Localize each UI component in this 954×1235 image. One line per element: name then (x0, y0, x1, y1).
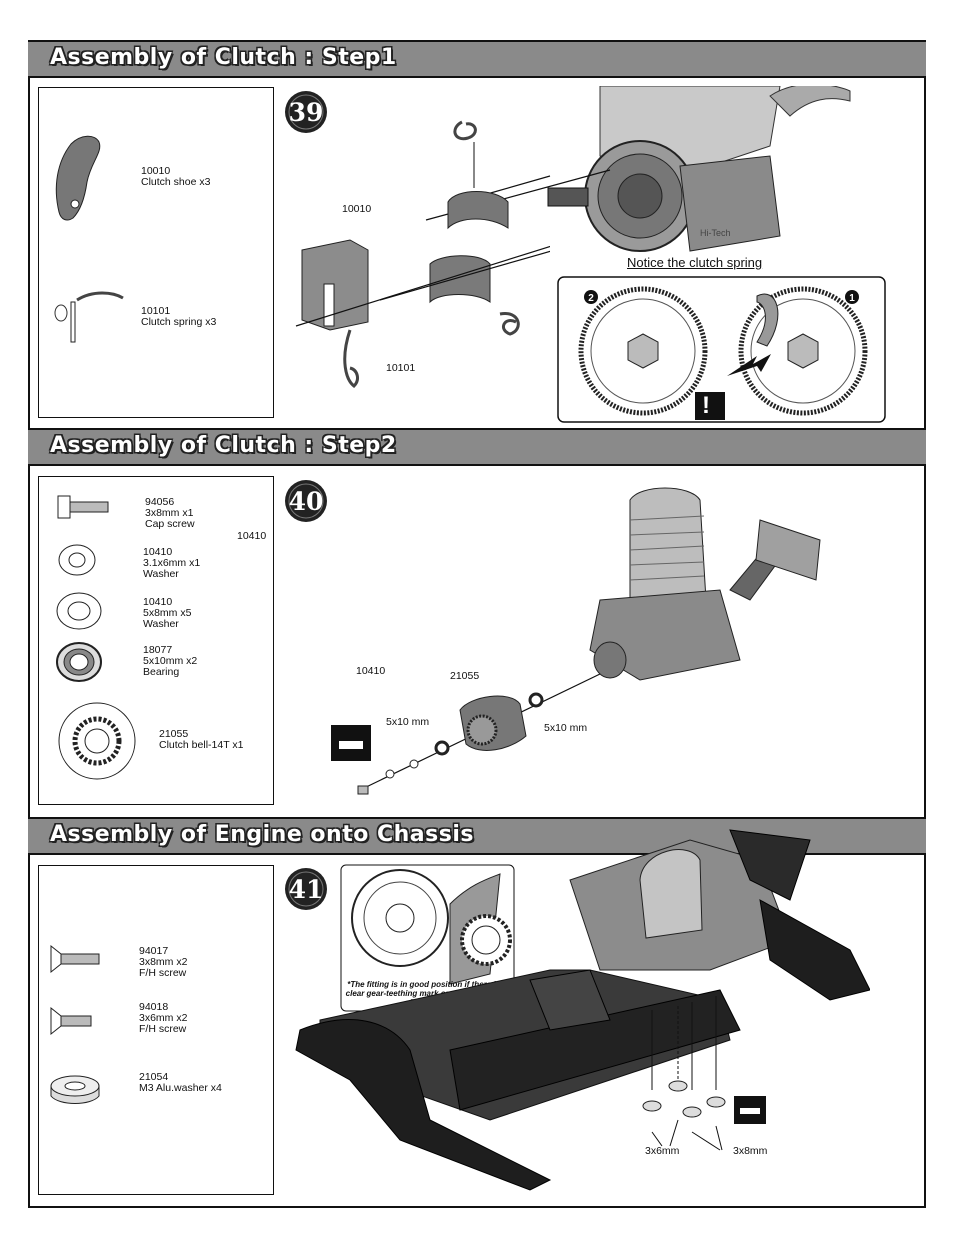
marker-2: 2 (584, 290, 598, 304)
clutch-spring-icon (54, 291, 124, 343)
washer-icon (58, 544, 96, 576)
section-header-clutch-step1: Assembly of Clutch : Step1 (28, 40, 926, 78)
clutch-shoe-icon (55, 135, 101, 221)
warning-icon: ! (702, 392, 710, 419)
thread-lock-icon (331, 725, 371, 761)
cap-screw-icon (57, 495, 109, 519)
callout-label: 21055 (450, 670, 480, 682)
svg-text:39: 39 (289, 98, 324, 127)
section-title: Assembly of Clutch : Step2 (50, 433, 397, 458)
washer-icon (56, 592, 102, 630)
chassis-illustration (295, 829, 870, 1191)
clutch-bell-illustration (357, 673, 601, 795)
callout-label: 3x8mm (733, 1145, 768, 1157)
step-badge: 40 (285, 480, 327, 522)
notice-box (557, 276, 886, 423)
svg-text:Hi-Tech: Hi-Tech (700, 228, 731, 238)
flat-head-screw-icon (50, 1006, 92, 1036)
section-header-clutch-step2: Assembly of Clutch : Step2 (28, 428, 926, 466)
engine-illustration (589, 487, 821, 681)
notice-heading: Notice the clutch spring (627, 255, 763, 270)
flat-head-screw-icon (50, 944, 100, 974)
part-side-code: 10410 (237, 530, 267, 542)
svg-text:1: 1 (849, 293, 855, 304)
spring-illustration (447, 120, 509, 230)
callout-label: 5x10 mm (386, 716, 430, 728)
callout-label: 5x10 mm (544, 722, 588, 734)
bearing-icon (56, 642, 102, 682)
svg-text:40: 40 (289, 487, 324, 516)
svg-text:41: 41 (289, 875, 324, 904)
svg-text:2: 2 (588, 293, 594, 304)
callout-label: 3x6mm (645, 1145, 680, 1157)
step-badge: 41 (285, 868, 327, 910)
clutch-bell-icon (58, 702, 136, 780)
section-title: Assembly of Clutch : Step1 (50, 45, 397, 70)
engine-illustration: Hi-Tech (584, 86, 851, 252)
clutch-shoes-illustration (295, 239, 550, 388)
callout-label: 10010 (342, 203, 372, 215)
step-badge: 39 (285, 91, 327, 133)
marker-1: 1 (845, 290, 859, 304)
gear-mesh-inset (340, 864, 515, 1012)
section-title: Assembly of Engine onto Chassis (50, 822, 474, 847)
callout-label: 10101 (386, 362, 416, 374)
alu-washer-icon (50, 1075, 100, 1104)
callout-label: 10410 (356, 665, 386, 677)
